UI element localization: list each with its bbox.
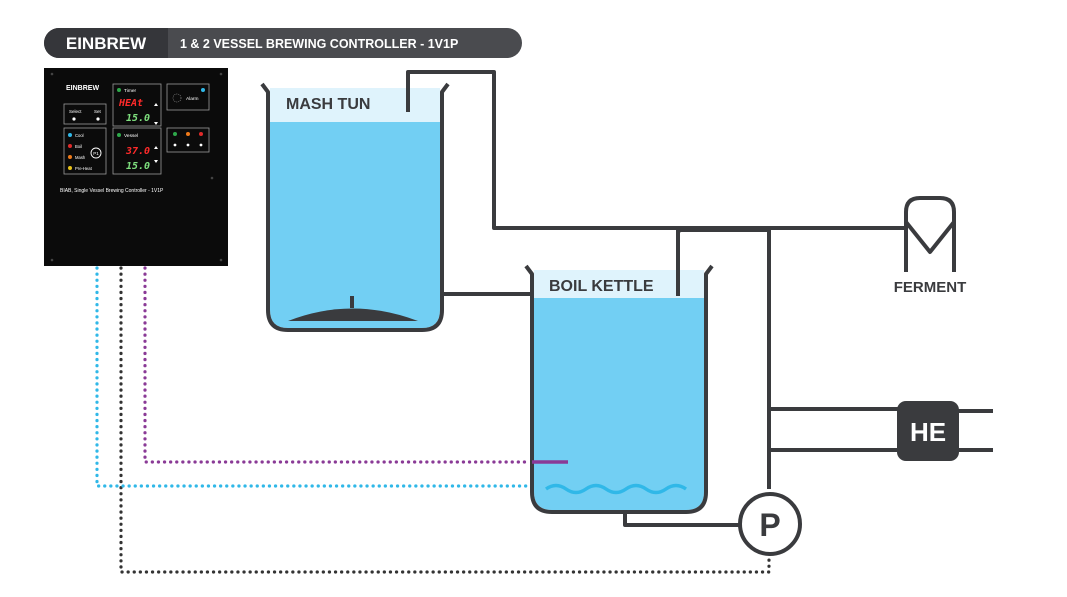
mode-boil-label: Boil (75, 144, 82, 149)
header-brand: EINBREW (66, 34, 147, 53)
controller-brand: EINBREW (66, 85, 99, 92)
pump-label: P (759, 507, 780, 543)
boil-kettle-label: BOIL KETTLE (549, 278, 654, 295)
pump-control-cable (119, 266, 771, 574)
mash-tun-headspace (270, 88, 440, 122)
select-set-panel: Select Set (63, 103, 107, 125)
mash-tun: MASH TUN (260, 82, 450, 332)
controller-panel: EINBREW Select Set Timer HEAt 15.0 Alarm (44, 68, 228, 266)
mode-mash-label: Mash (75, 155, 86, 160)
mash-tun-liquid (270, 122, 440, 328)
mash-tun-label: MASH TUN (286, 96, 370, 113)
signal-cables (95, 266, 771, 574)
timer-down-icon[interactable] (154, 122, 158, 125)
p1-button[interactable] (90, 147, 102, 159)
select-label: Select (69, 109, 82, 114)
alarm-buzzer-icon (172, 93, 182, 103)
set-button[interactable] (96, 117, 100, 121)
mode-cool-label: Cool (75, 133, 84, 138)
mash-return-pipe (406, 70, 905, 230)
boil-kettle-liquid (534, 298, 704, 510)
timer-display-top: HEAt (118, 98, 143, 109)
mode-panel: Cool Boil Mash Pre-Heat P1 (63, 127, 107, 175)
header-bar: EINBREW 1 & 2 VESSEL BREWING CONTROLLER … (44, 28, 522, 58)
heat-exchanger-label: HE (910, 417, 946, 447)
boil-kettle-headspace (534, 270, 704, 298)
set-label: Set (94, 109, 102, 114)
mash-tun-false-bottom (288, 308, 418, 321)
controller-model-text: BIAB, Single Vessel Brewing Controller -… (60, 188, 164, 194)
heating-element-cable (143, 266, 532, 464)
ferment-label: FERMENT (894, 279, 967, 296)
fermenter-icon (904, 196, 956, 272)
timer-label: Timer (124, 88, 136, 94)
vessel-up-icon[interactable] (154, 146, 158, 149)
output-panel (166, 127, 210, 153)
timer-up-icon[interactable] (154, 103, 158, 106)
vessel-display-bottom: 15.0 (126, 161, 150, 172)
alarm-label: Alarm (186, 96, 199, 102)
mode-preheat-label: Pre-Heat (75, 166, 93, 171)
boil-kettle-wall (524, 264, 714, 514)
vessel-down-icon[interactable] (154, 160, 158, 163)
p1-label: P1 (93, 151, 99, 156)
temperature-probe (544, 483, 688, 495)
select-button[interactable] (72, 117, 76, 121)
temperature-sensor-cable (95, 266, 532, 488)
kettle-drain-pipe (623, 512, 740, 527)
mash-tun-wall (260, 82, 450, 332)
timer-display-bottom: 15.0 (126, 113, 150, 124)
heat-exchanger: HE (897, 401, 959, 461)
pump: P (738, 492, 802, 556)
fermenter: FERMENT (894, 196, 967, 296)
timer-panel: Timer HEAt 15.0 (112, 83, 162, 127)
vessel-panel: Vessel 37.0 15.0 (112, 127, 162, 175)
alarm-panel: Alarm (166, 83, 210, 111)
boil-kettle: BOIL KETTLE (524, 264, 714, 514)
vessel-display-top: 37.0 (125, 146, 150, 157)
vessel-label: Vessel (124, 133, 138, 139)
header-subtitle: 1 & 2 VESSEL BREWING CONTROLLER - 1V1P (180, 37, 458, 51)
